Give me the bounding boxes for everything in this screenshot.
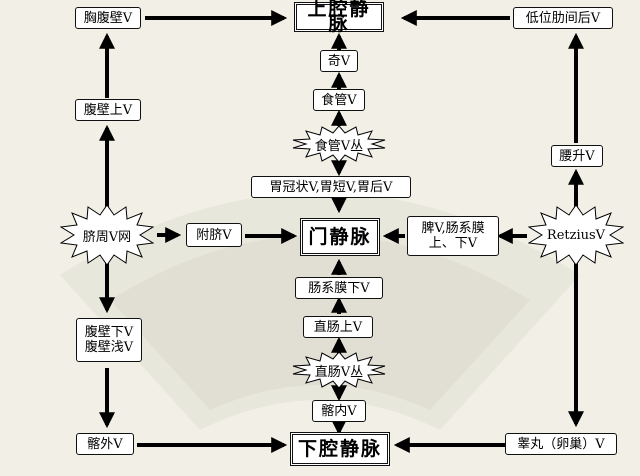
sup-epigastric-node: 腹壁上V bbox=[75, 99, 141, 121]
gastric-node: 胃冠状V,胃短V,胃后V bbox=[251, 176, 411, 198]
testicular-ovarian-node: 睾丸（卵巢）V bbox=[505, 433, 617, 455]
sup-rectal-node: 直肠上V bbox=[303, 316, 373, 338]
paraumbilical-plexus-star: 脐周V网 bbox=[60, 205, 154, 265]
low-intercostal-node: 低位肋间后V bbox=[513, 7, 613, 29]
rectal-plexus-star: 直肠V丛 bbox=[292, 352, 386, 388]
retzius-label: RetziusV bbox=[546, 227, 606, 243]
esophageal-plexus-star: 食管V丛 bbox=[292, 126, 386, 162]
portal-node: 门静脉 bbox=[300, 218, 380, 256]
thoracoepigastric-node: 胸腹壁V bbox=[75, 7, 141, 29]
internal-iliac-node: 髂内V bbox=[312, 400, 366, 422]
inf-mesenteric-node: 肠系膜下V bbox=[295, 277, 383, 299]
ascending-lumbar-node: 腰升V bbox=[551, 145, 603, 167]
retzius-star: RetziusV bbox=[528, 205, 624, 265]
external-iliac-node: 髂外V bbox=[76, 433, 134, 455]
esophageal-plexus-label: 食管V丛 bbox=[314, 138, 364, 154]
splenic-mesenteric-node: 脾V,肠系膜 上、下V bbox=[407, 216, 499, 256]
paraumbilical-node: 附脐V bbox=[186, 223, 242, 247]
esophageal-node: 食管V bbox=[313, 89, 365, 111]
svc-node: 上腔静脉 bbox=[294, 0, 384, 34]
azygos-node: 奇V bbox=[320, 50, 358, 72]
ivc-node: 下腔静脉 bbox=[290, 432, 390, 466]
inf-epigastric-node: 腹壁下V 腹壁浅V bbox=[76, 318, 142, 362]
rectal-plexus-label: 直肠V丛 bbox=[314, 364, 364, 380]
paraumbilical-plexus-label: 脐周V网 bbox=[82, 229, 132, 245]
